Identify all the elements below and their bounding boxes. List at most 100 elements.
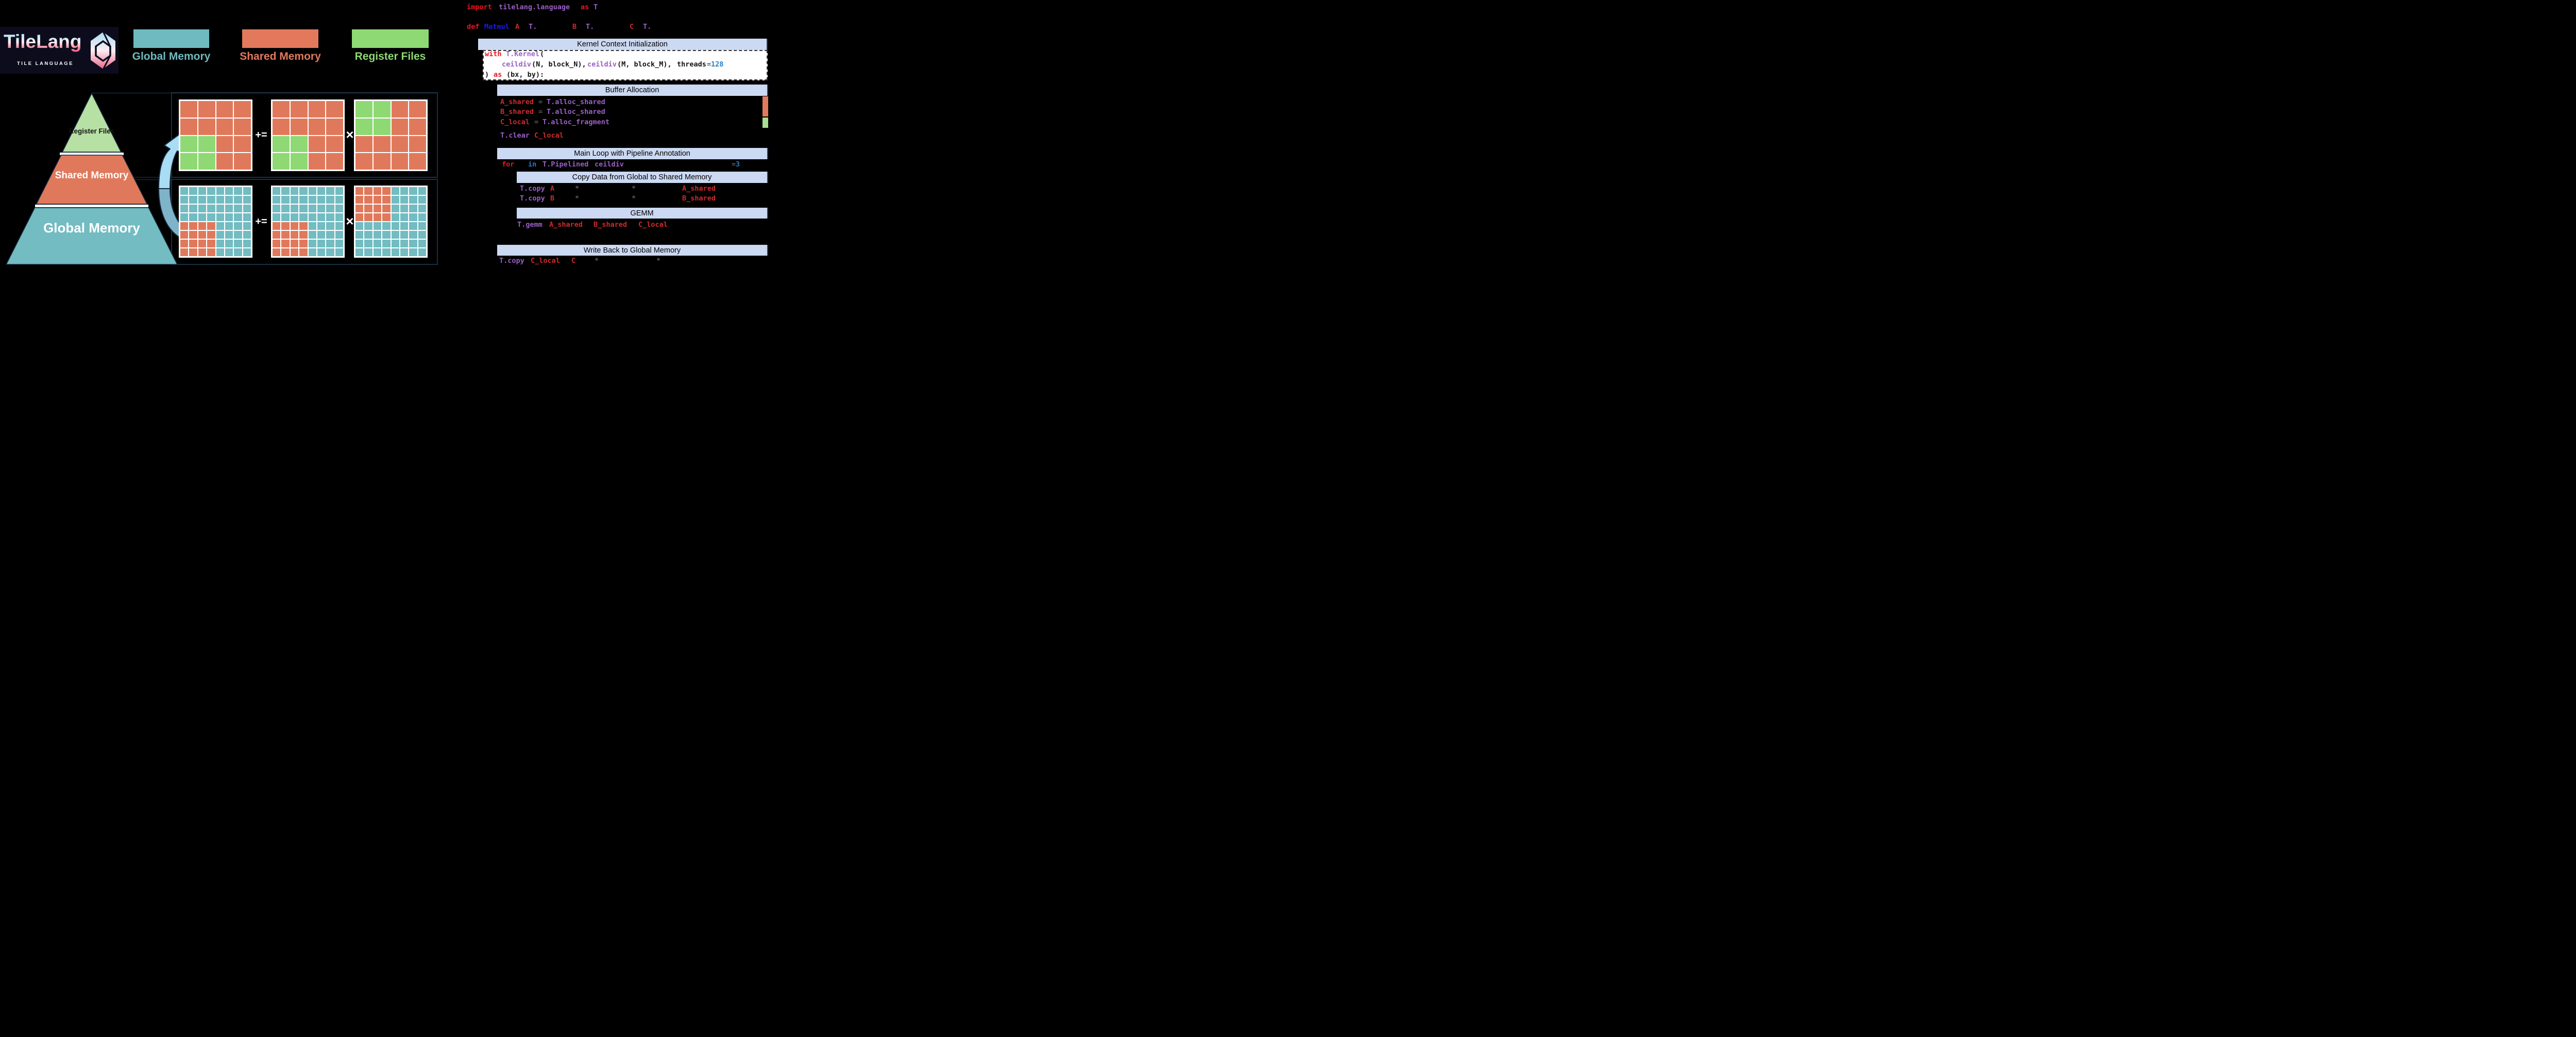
tile-cell [299, 196, 308, 204]
tile-cell [189, 222, 197, 230]
tile-cell [418, 196, 426, 204]
banner-3: Copy Data from Global to Shared Memory [517, 172, 768, 183]
tile-grid-3 [179, 186, 252, 258]
tile-cell [180, 222, 189, 230]
tile-cell [234, 136, 251, 153]
tile-cell [409, 205, 417, 212]
tile-cell [391, 240, 399, 247]
tile-cell [189, 240, 197, 247]
code-token: def [467, 23, 480, 31]
tile-cell [355, 248, 364, 256]
code-token: B_shared [682, 194, 716, 203]
tile-cell [290, 240, 299, 247]
tile-cell [180, 248, 189, 256]
code-token: T. [643, 23, 652, 31]
code-token: * [656, 257, 661, 265]
tile-cell [317, 205, 326, 212]
code-token: ceildiv [587, 60, 617, 69]
tile-cell [326, 187, 334, 195]
tile-cell [207, 240, 215, 247]
code-token: T [594, 3, 598, 11]
tile-cell [198, 248, 207, 256]
tile-cell [364, 248, 372, 256]
tile-cell [207, 196, 215, 204]
code-token: in [528, 160, 537, 169]
tile-cell [335, 231, 343, 239]
code-token: C_local [531, 257, 560, 265]
tile-cell [308, 205, 316, 212]
tile-cell [382, 240, 391, 247]
tile-cell [355, 118, 372, 135]
code-token: A_shared [500, 98, 534, 106]
code-token: threads [677, 60, 706, 69]
tile-cell [243, 196, 251, 204]
tile-cell [234, 231, 242, 239]
tile-cell [308, 187, 316, 195]
tile-cell [225, 231, 233, 239]
tile-cell [243, 248, 251, 256]
tile-cell [391, 205, 399, 212]
tile-cell [216, 118, 233, 135]
tile-cell [308, 196, 316, 204]
tile-cell [207, 248, 215, 256]
legend-label-0: Global Memory [132, 51, 211, 62]
tile-cell [400, 248, 409, 256]
tile-cell [382, 231, 391, 239]
tile-cell [207, 187, 215, 195]
legend-label-2: Register Files [354, 51, 426, 62]
tile-cell [373, 101, 391, 118]
tile-cell [409, 136, 426, 153]
code-line-3: ceildiv(N, block_N),ceildiv(M, block_M),… [0, 60, 808, 70]
tile-cell [198, 222, 207, 230]
logo-subtitle: TILE LANGUAGE [16, 61, 74, 66]
tile-cell [317, 213, 326, 221]
banner-4: GEMM [517, 208, 768, 219]
tile-cell [273, 118, 290, 135]
tile-cell [355, 240, 364, 247]
tile-cell [409, 118, 426, 135]
kernel-context-code-box [483, 50, 768, 80]
code-token: T.alloc_shared [547, 98, 605, 106]
code-token: ceildiv [502, 60, 531, 69]
tile-cell [317, 231, 326, 239]
tile-cell [180, 240, 189, 247]
tile-cell [180, 213, 189, 221]
code-token: = [707, 60, 711, 69]
tile-cell [180, 101, 197, 118]
tile-grid-0 [179, 99, 252, 171]
code-token: = [534, 118, 539, 126]
tile-cell [216, 136, 233, 153]
code-token: A [515, 23, 520, 31]
tile-cell [326, 118, 343, 135]
tile-cell [290, 205, 299, 212]
tile-cell [225, 248, 233, 256]
tile-cell [391, 187, 399, 195]
tile-cell [308, 231, 316, 239]
code-token: T. [586, 23, 595, 31]
tile-cell [290, 136, 308, 153]
tile-cell [400, 213, 409, 221]
tile-cell [409, 196, 417, 204]
tile-cell [207, 222, 215, 230]
tile-cell [180, 187, 189, 195]
tile-cell [273, 240, 281, 247]
tile-cell [234, 101, 251, 118]
tile-cell [273, 231, 281, 239]
tile-cell [234, 213, 242, 221]
pyramid-register-level [61, 92, 122, 153]
tile-cell [243, 205, 251, 212]
tile-cell [317, 196, 326, 204]
tile-cell [198, 205, 207, 212]
tile-cell [198, 187, 207, 195]
tile-cell [373, 187, 382, 195]
tile-cell [225, 187, 233, 195]
register-file-bar [762, 118, 768, 128]
tile-cell [409, 240, 417, 247]
tile-cell [391, 101, 409, 118]
tile-cell [281, 248, 290, 256]
tile-cell [189, 205, 197, 212]
tile-cell [409, 231, 417, 239]
tile-cell [299, 231, 308, 239]
tile-cell [335, 222, 343, 230]
